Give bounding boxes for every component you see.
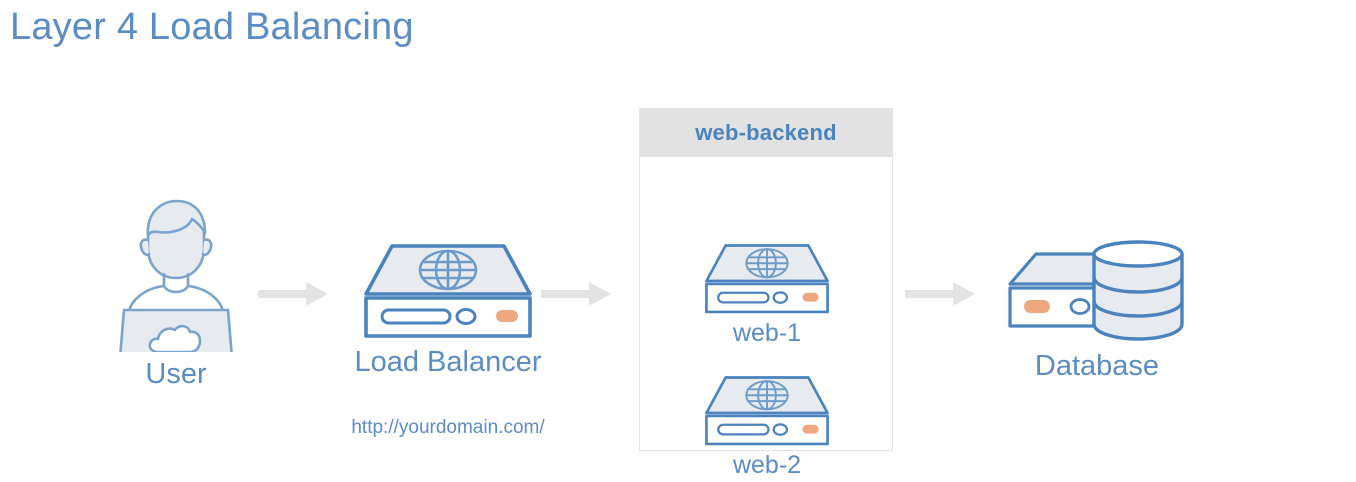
load-balancer-url: http://yourdomain.com/ [351,417,545,438]
database-server-icon [1002,240,1192,348]
arrow-backend-to-database [905,280,977,313]
server-icon [360,244,536,344]
arrow-load-balancer-to-backend [541,280,613,313]
node-web-2-label: web-2 [732,451,802,479]
server-icon [702,376,832,451]
backend-group-box: web-backend [639,108,893,479]
node-database-label: Database [1034,350,1160,382]
node-user-label: User [145,358,207,390]
backend-group-header: web-backend [640,109,892,157]
arrow-user-to-load-balancer [258,280,330,313]
page-title: Layer 4 Load Balancing [10,6,414,48]
node-user: User [88,176,264,394]
server-icon [702,244,832,319]
user-laptop-icon [88,199,264,394]
node-web-1: web-1 [690,241,844,348]
node-database: Database [1002,236,1192,383]
node-web-2: web-2 [690,373,844,480]
node-load-balancer-label: Load Balancer [354,346,542,378]
node-web-1-label: web-1 [732,319,802,347]
backend-group-body: web-1 [640,157,892,479]
backend-group-header-label: web-backend [695,120,837,145]
node-load-balancer: Load Balancer [320,240,576,379]
